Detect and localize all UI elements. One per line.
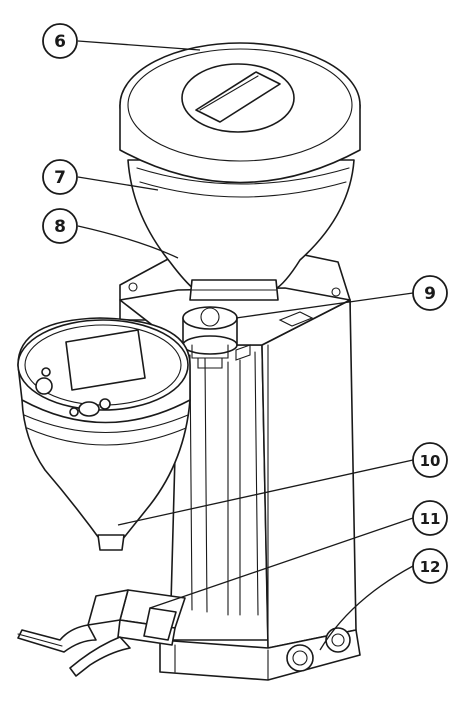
callout-9: 9 bbox=[412, 275, 448, 311]
bean-hopper bbox=[119, 42, 361, 301]
leader-9 bbox=[235, 292, 414, 319]
leader-lines bbox=[77, 40, 414, 651]
adjustment-knob bbox=[182, 306, 238, 369]
power-switches bbox=[286, 627, 351, 672]
callout-10-circle bbox=[412, 442, 448, 478]
leader-11 bbox=[149, 517, 414, 609]
callout-12: 12 bbox=[412, 548, 448, 584]
leader-8 bbox=[77, 225, 179, 259]
leader-7 bbox=[77, 176, 159, 191]
callout-6: 6 bbox=[42, 23, 78, 59]
callout-8-circle bbox=[42, 208, 78, 244]
callout-9-label: 9 bbox=[424, 284, 436, 304]
callout-7-label: 7 bbox=[54, 168, 66, 188]
callout-6-label: 6 bbox=[54, 32, 66, 52]
callout-9-circle bbox=[412, 275, 448, 311]
callout-8: 8 bbox=[42, 208, 78, 244]
leader-12 bbox=[319, 565, 414, 651]
portafilter-fork bbox=[17, 589, 186, 677]
callout-6-circle bbox=[42, 23, 78, 59]
callout-11: 11 bbox=[412, 500, 448, 536]
callout-10-label: 10 bbox=[420, 452, 441, 470]
callout-7-circle bbox=[42, 159, 78, 195]
callout-12-label: 12 bbox=[420, 558, 441, 576]
leader-10 bbox=[117, 459, 414, 526]
callout-8-label: 8 bbox=[54, 217, 66, 237]
callout-7: 7 bbox=[42, 159, 78, 195]
leader-6 bbox=[77, 40, 201, 51]
callout-11-circle bbox=[412, 500, 448, 536]
callout-10: 10 bbox=[412, 442, 448, 478]
callout-12-circle bbox=[412, 548, 448, 584]
callout-11-label: 11 bbox=[420, 510, 441, 528]
dosing-unit bbox=[17, 317, 191, 551]
